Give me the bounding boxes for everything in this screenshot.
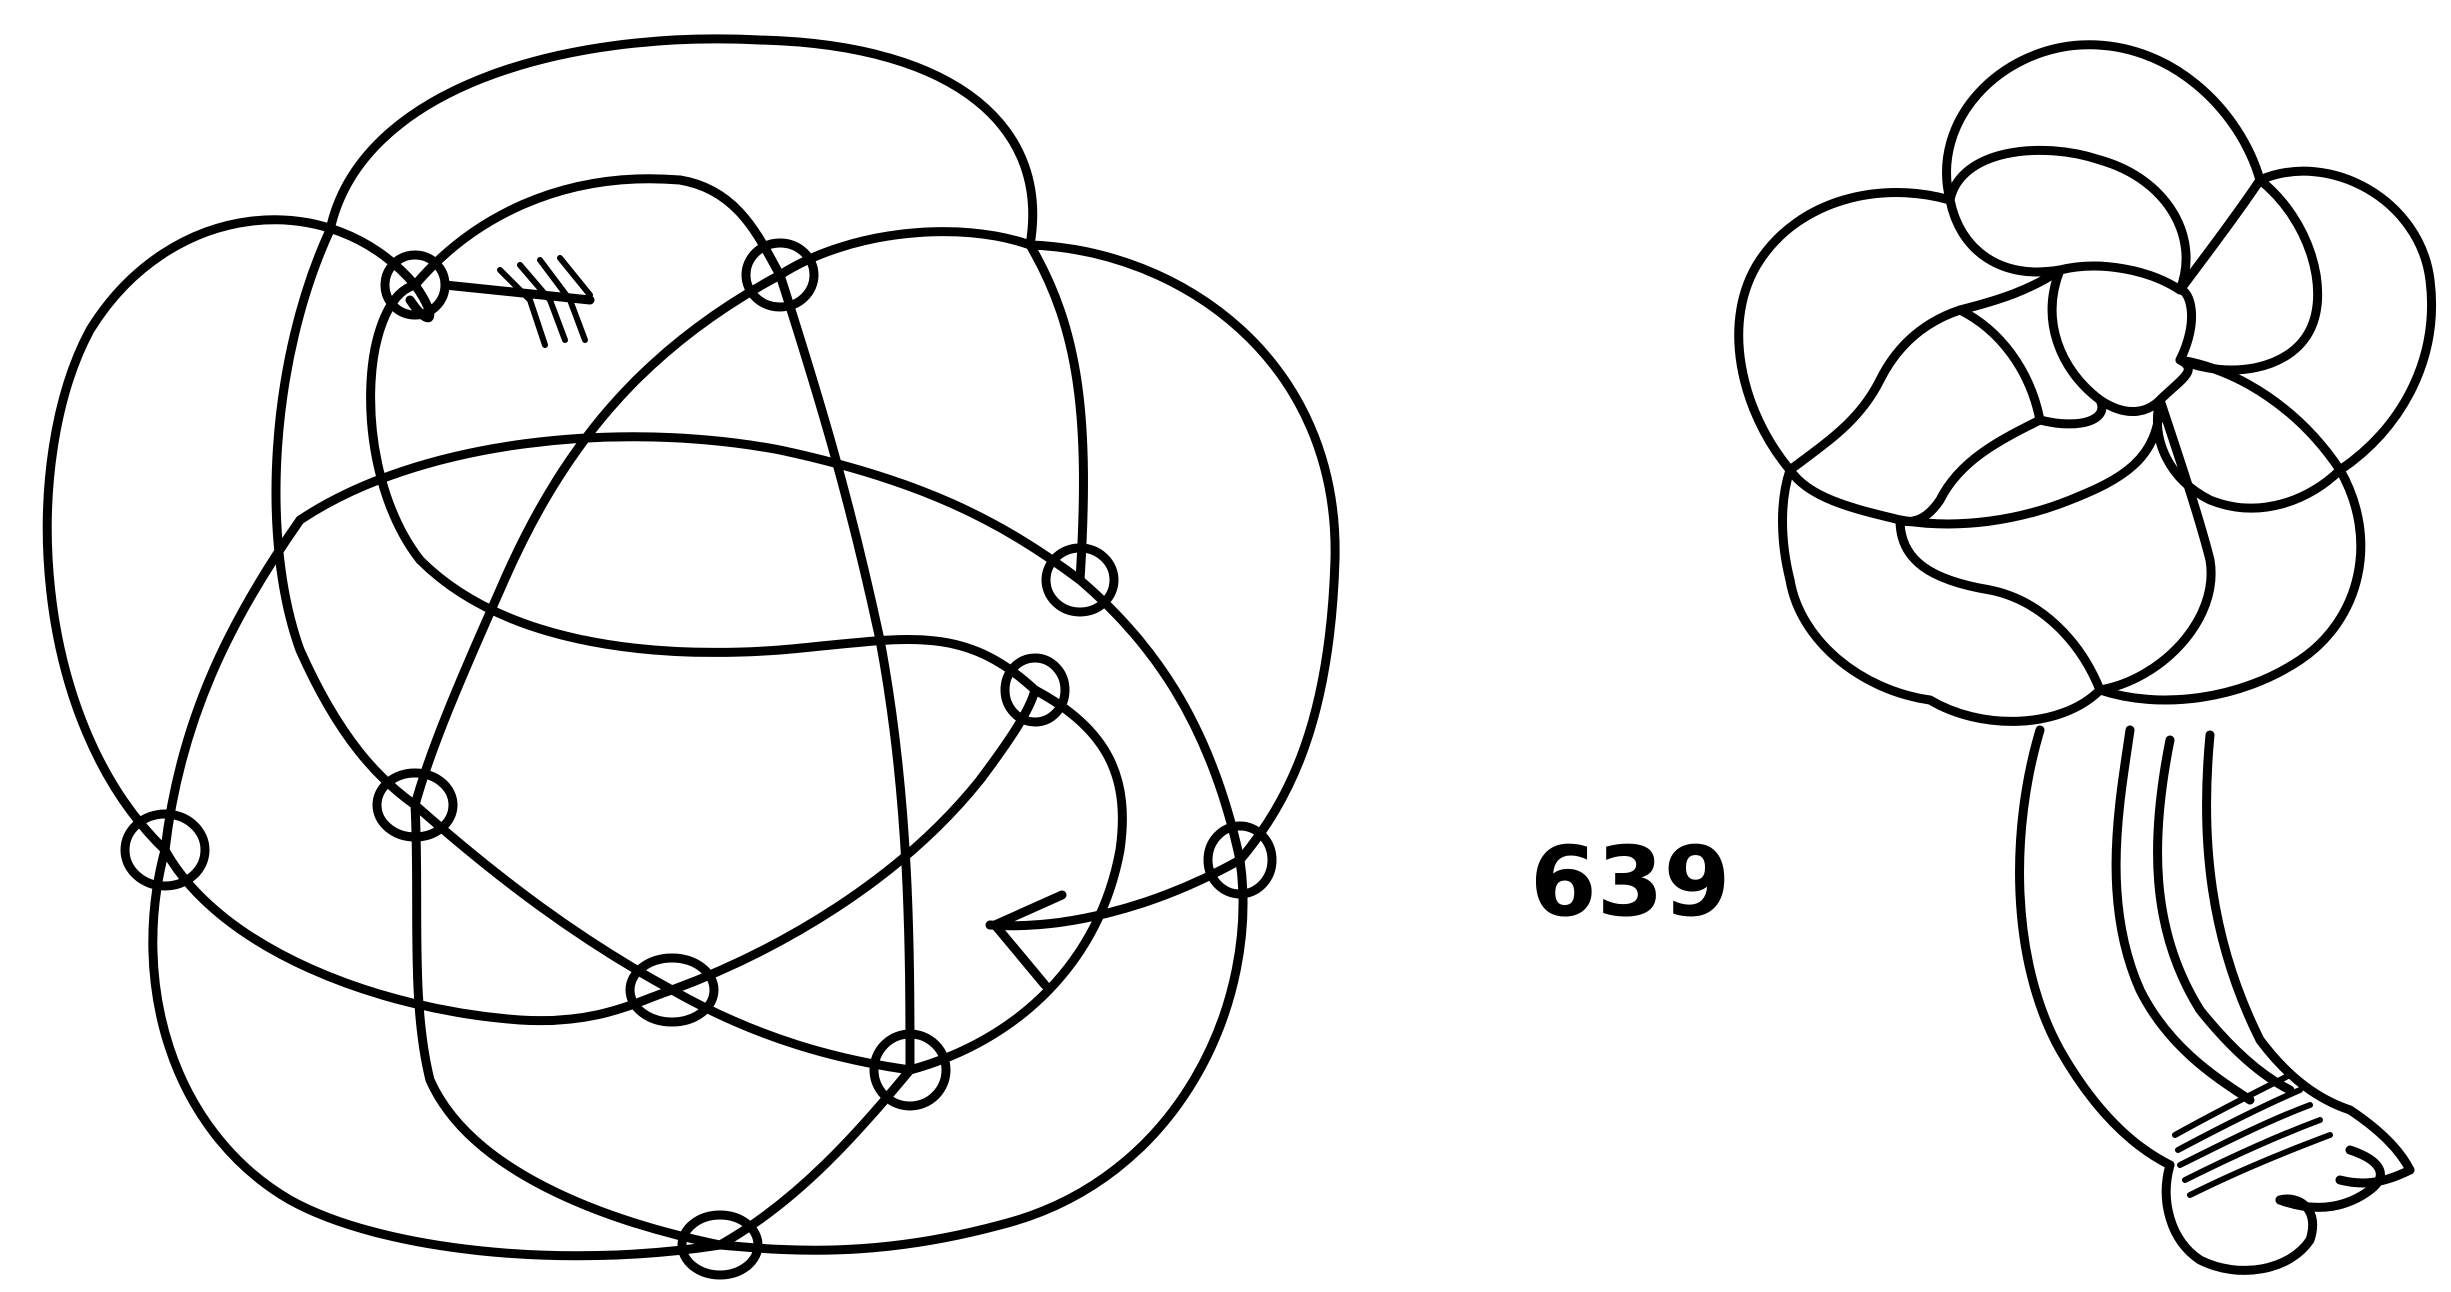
figure-number: 639: [1530, 826, 1730, 938]
strand-right-side: [1080, 580, 1240, 860]
strand-cross-left: [415, 690, 1035, 990]
rosette-petal: [1790, 310, 2040, 522]
knot-cord: [2207, 735, 2350, 1110]
rosette-center: [2040, 400, 2102, 424]
strand-vertical-left: [276, 230, 720, 1245]
strand-upper-loop: [371, 285, 1035, 690]
feather-arrow-icon: [445, 258, 590, 345]
strand-top-arc: [415, 179, 780, 285]
finished-knot: [1739, 45, 2432, 1271]
strand-diagonal-b: [780, 275, 910, 1070]
outer-loop-left: [47, 220, 430, 850]
rosette-center: [2052, 270, 2160, 412]
rosette-petal: [1950, 150, 2186, 290]
rosette-center: [1960, 270, 2060, 310]
cord-binding: [2175, 1075, 2330, 1195]
knot-working-diagram: [47, 39, 1335, 1275]
knot-cord: [2020, 730, 2170, 1165]
strand-top-right: [780, 232, 1083, 580]
rosette-petal: [2180, 180, 2318, 370]
outer-loop-top: [330, 39, 1033, 245]
outer-loop-bottom-left: [153, 850, 720, 1256]
strand-diagonal-a: [415, 275, 780, 805]
